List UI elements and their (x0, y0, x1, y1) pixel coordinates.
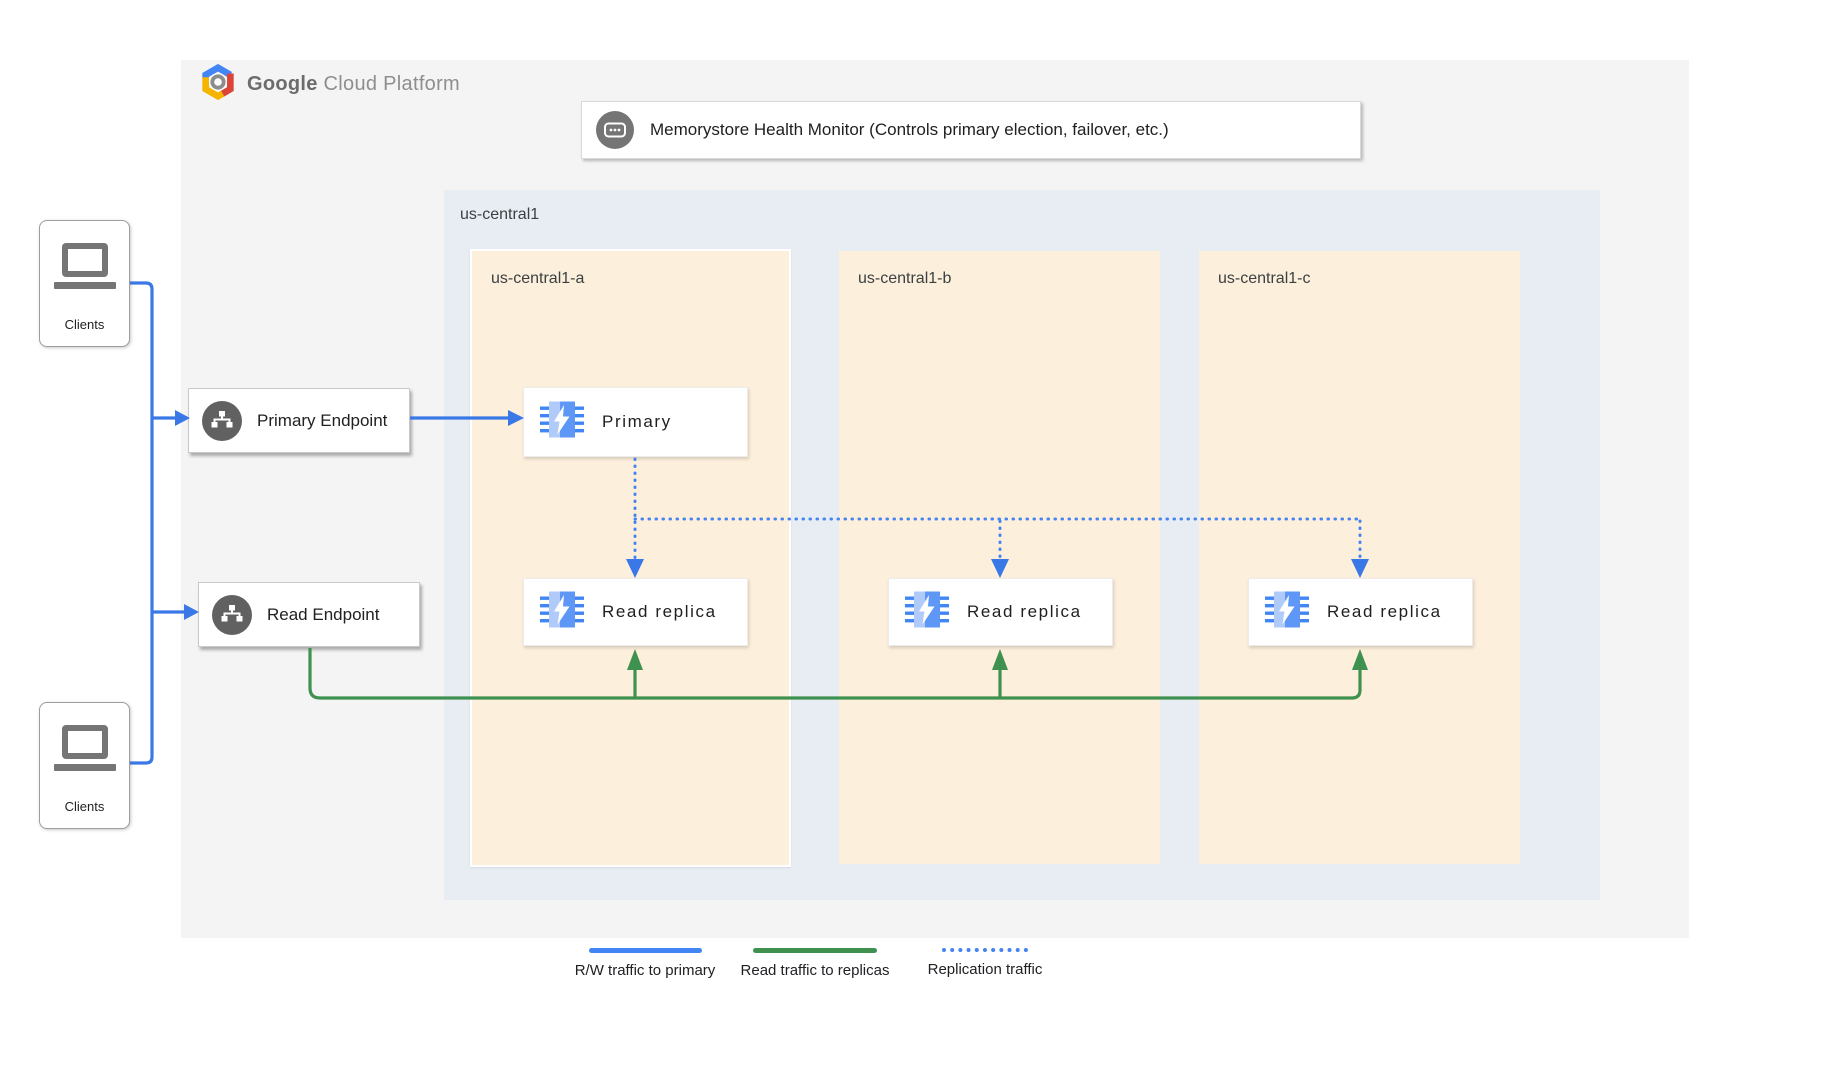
logo-google: Google (247, 73, 318, 95)
legend: R/W traffic to primary Read traffic to r… (560, 948, 1070, 979)
logo-cloud-platform: Cloud Platform (323, 73, 461, 95)
zone-us-central1-b: us-central1-b (839, 251, 1160, 864)
zone-us-central1-a: us-central1-a (470, 249, 791, 867)
laptop-icon (53, 725, 116, 771)
clients-box-top: Clients (39, 220, 130, 347)
memorystore-icon (1264, 590, 1310, 635)
legend-green-line (753, 948, 877, 953)
zone-b-label: us-central1-b (858, 270, 952, 287)
legend-item-rw-traffic: R/W traffic to primary (560, 948, 730, 979)
zone-a-label: us-central1-a (491, 270, 585, 287)
read-endpoint-label: Read Endpoint (267, 604, 380, 624)
legend-read-label: Read traffic to replicas (740, 962, 890, 979)
zone-c-label: us-central1-c (1218, 270, 1311, 287)
memorystore-icon (539, 400, 585, 445)
clients-box-bottom: Clients (39, 702, 130, 829)
primary-node-box: Primary (523, 387, 748, 457)
zone-us-central1-c: us-central1-c (1199, 251, 1520, 864)
gcp-hexagon-icon (199, 63, 237, 105)
read-replica-c-box: Read replica (1248, 578, 1473, 646)
legend-item-replication-traffic: Replication traffic (900, 948, 1070, 979)
read-replica-b-box: Read replica (888, 578, 1113, 646)
laptop-icon (53, 243, 116, 289)
legend-dotted-line (942, 948, 1028, 952)
clients-top-label: Clients (64, 317, 105, 332)
health-monitor-icon (596, 111, 634, 149)
legend-replication-label: Replication traffic (927, 961, 1043, 978)
gcp-logo: Google Cloud Platform (199, 63, 460, 105)
memorystore-icon (904, 590, 950, 635)
read-replica-a-label: Read replica (602, 602, 717, 621)
gcp-logo-text: Google Cloud Platform (247, 73, 460, 96)
primary-node-label: Primary (602, 412, 672, 431)
region-label: us-central1 (460, 206, 540, 223)
read-replica-c-label: Read replica (1327, 602, 1442, 621)
memorystore-icon (539, 590, 585, 635)
health-monitor-box: Memorystore Health Monitor (Controls pri… (581, 101, 1361, 159)
endpoint-network-icon (202, 400, 242, 441)
primary-endpoint-label: Primary Endpoint (257, 410, 388, 430)
endpoint-network-icon (212, 594, 252, 635)
read-replica-a-box: Read replica (523, 578, 748, 646)
legend-item-read-traffic: Read traffic to replicas (730, 948, 900, 979)
legend-blue-line (588, 948, 702, 953)
primary-endpoint-box: Primary Endpoint (188, 388, 410, 453)
read-endpoint-box: Read Endpoint (198, 582, 420, 647)
read-replica-b-label: Read replica (967, 602, 1082, 621)
legend-rw-label: R/W traffic to primary (574, 962, 716, 979)
clients-bottom-label: Clients (64, 799, 105, 814)
health-monitor-label: Memorystore Health Monitor (Controls pri… (650, 120, 1169, 139)
